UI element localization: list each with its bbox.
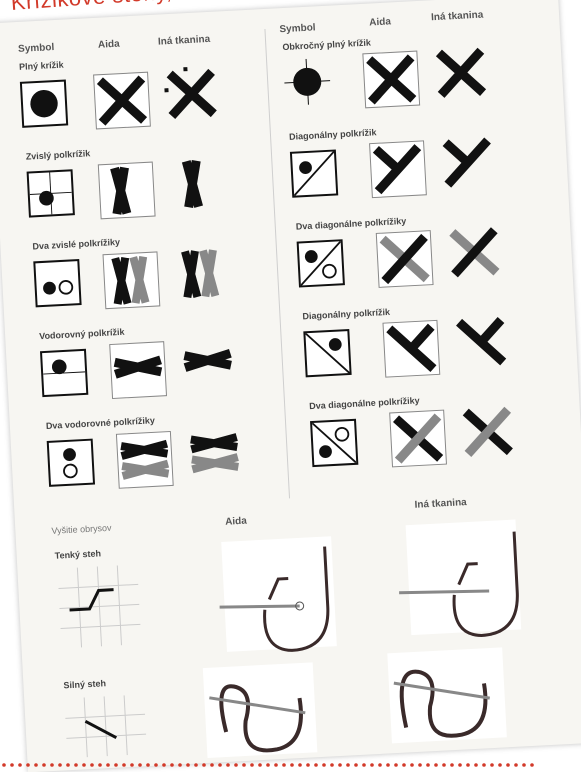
aida-full-cross	[92, 70, 153, 131]
dotted-rule	[0, 760, 581, 770]
right-header-symbol: Symbol	[279, 22, 316, 35]
right-header-aida: Aida	[369, 16, 391, 28]
left-header-aida: Aida	[98, 39, 120, 51]
section-title: Diagonálny polkrížik	[302, 307, 390, 322]
aida-two-horizontal-half-crosses	[114, 429, 175, 490]
section-title: Dva vodorovné polkrížiky	[46, 415, 155, 431]
outline-thick-label: Silný steh	[63, 678, 106, 690]
other-diagonal-half-cross	[437, 132, 498, 193]
thick-stitch-grid	[64, 694, 147, 758]
symbol-diagonal-half-cross	[290, 149, 338, 197]
right-header-other: Iná tkanina	[431, 10, 484, 24]
other-diagonal-half-cross-alt	[451, 312, 512, 373]
section-title: Plný krížik	[19, 60, 64, 72]
aida-diagonal-half-cross	[367, 139, 428, 200]
other-full-cross	[161, 63, 222, 124]
aida-two-diagonal-half-crosses-alt	[388, 408, 449, 469]
symbol-diagonal-half-cross-alt	[303, 329, 351, 377]
section-title: Zvislý polkrížik	[26, 148, 91, 161]
other-vertical-half-cross	[166, 153, 227, 214]
other-thin-outline	[385, 511, 532, 648]
symbol-full-cross	[20, 79, 68, 127]
aida-vertical-half-cross	[96, 160, 157, 221]
thin-stitch-grid	[57, 564, 141, 648]
aida-two-vertical-half-crosses	[101, 250, 162, 311]
outline-title: Vyšitie obrysov	[51, 523, 112, 536]
symbol-two-diagonal-half-crosses	[297, 239, 345, 287]
outline-header-aida: Aida	[225, 516, 247, 528]
left-header-other: Iná tkanina	[158, 34, 211, 48]
section-title: Dva diagonálne polkrížiky	[309, 395, 420, 411]
other-two-vertical-half-crosses	[171, 243, 232, 304]
other-horizontal-half-cross	[177, 333, 238, 394]
aida-straddled-cross	[361, 49, 422, 110]
section-title: Obkročný plný krížik	[282, 37, 371, 52]
symbol-two-horizontal-half-crosses	[47, 439, 95, 487]
outline-header-other: Iná tkanina	[414, 497, 467, 511]
outline-thin-label: Tenký steh	[54, 548, 101, 560]
aida-horizontal-half-cross	[108, 340, 169, 401]
symbol-two-diagonal-half-crosses-alt	[310, 419, 358, 467]
other-thick-outline	[372, 642, 517, 749]
symbol-vertical-half-cross	[27, 169, 75, 217]
aida-thin-outline	[206, 526, 343, 663]
other-two-diagonal-half-crosses-alt	[457, 401, 518, 462]
symbol-straddled-cross	[283, 58, 331, 106]
section-title: Diagonálny polkrížik	[289, 127, 377, 142]
other-straddled-cross	[431, 42, 492, 103]
section-title: Dva zvislé polkrížiky	[32, 237, 120, 252]
aida-two-diagonal-half-crosses	[374, 229, 435, 290]
left-header-symbol: Symbol	[18, 42, 55, 55]
symbol-horizontal-half-cross	[40, 349, 88, 397]
other-two-diagonal-half-crosses	[444, 222, 505, 283]
section-title: Dva diagonálne polkrížiky	[296, 216, 407, 232]
aida-thick-outline	[193, 657, 328, 764]
section-title: Vodorovný polkrížik	[39, 327, 125, 341]
other-two-horizontal-half-crosses	[184, 423, 245, 484]
symbol-two-vertical-half-crosses	[33, 259, 81, 307]
aida-diagonal-half-cross-alt	[381, 318, 442, 379]
